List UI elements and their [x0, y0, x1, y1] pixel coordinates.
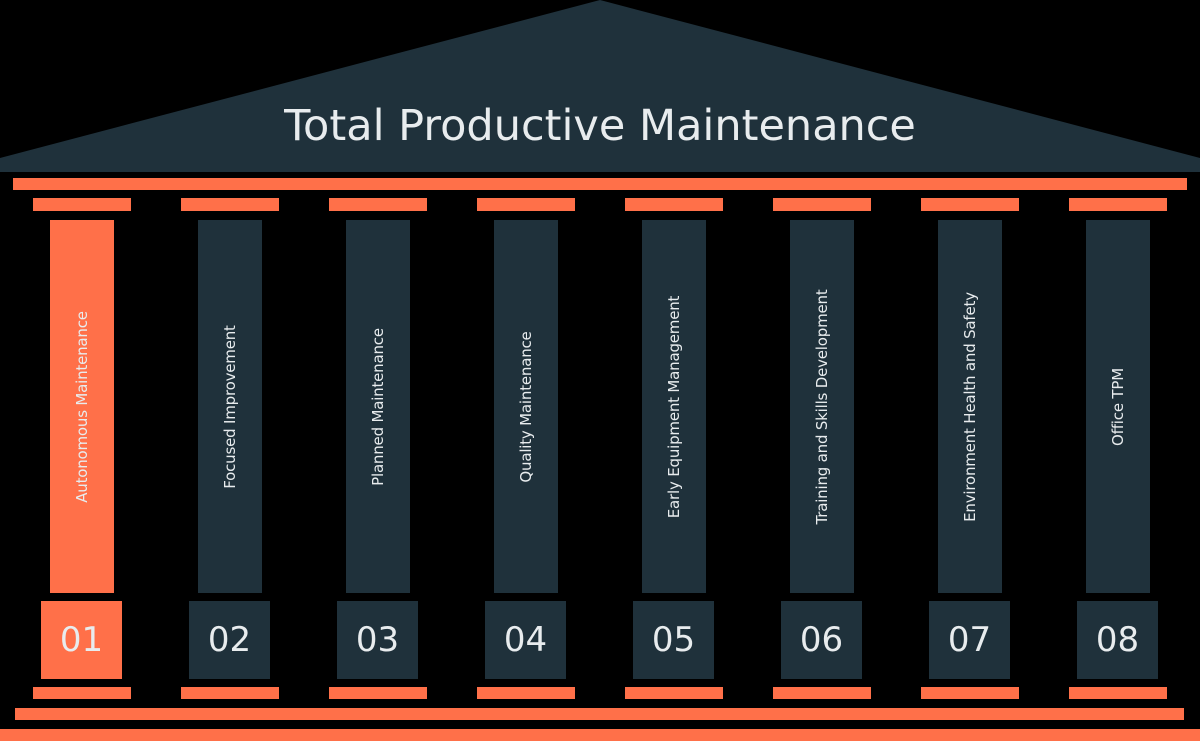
pillar-07: Environment Health and Safety 07 [921, 198, 1019, 700]
pillar-number: 08 [1077, 601, 1158, 679]
pillar-capital [477, 198, 575, 211]
pillar-base [181, 687, 279, 699]
pillar-base [33, 687, 131, 699]
pillar-08: Office TPM 08 [1069, 198, 1167, 700]
pillar-label: Quality Maintenance [517, 330, 535, 483]
pillar-base [625, 687, 723, 699]
pillar-label: Environment Health and Safety [961, 291, 979, 522]
pillar-shaft: Office TPM [1086, 220, 1150, 593]
pillar-number: 02 [189, 601, 270, 679]
pillar-number: 05 [633, 601, 714, 679]
pillar-number: 04 [485, 601, 566, 679]
pillar-shaft: Environment Health and Safety [938, 220, 1002, 593]
pillar-label: Office TPM [1109, 367, 1127, 446]
pillar-03: Planned Maintenance 03 [329, 198, 427, 700]
pillar-label: Autonomous Maintenance [73, 310, 91, 503]
pillar-capital [625, 198, 723, 211]
pillar-label: Training and Skills Development [813, 288, 831, 525]
pillar-05: Early Equipment Management 05 [625, 198, 723, 700]
pillar-number: 03 [337, 601, 418, 679]
pillar-number: 06 [781, 601, 862, 679]
pillar-number: 01 [41, 601, 122, 679]
pillar-shaft: Autonomous Maintenance [50, 220, 114, 593]
pillar-shaft: Quality Maintenance [494, 220, 558, 593]
pillar-shaft: Early Equipment Management [642, 220, 706, 593]
pillar-base [1069, 687, 1167, 699]
pillar-capital [329, 198, 427, 211]
pillar-capital [773, 198, 871, 211]
pillar-04: Quality Maintenance 04 [477, 198, 575, 700]
pillar-number: 07 [929, 601, 1010, 679]
roof [0, 0, 1200, 172]
pillar-capital [1069, 198, 1167, 211]
pillar-shaft: Training and Skills Development [790, 220, 854, 593]
pillar-label: Planned Maintenance [369, 327, 387, 486]
pillar-06: Training and Skills Development 06 [773, 198, 871, 700]
top-beam [13, 178, 1187, 190]
pillar-base [329, 687, 427, 699]
pillar-base [921, 687, 1019, 699]
diagram-title: Total Productive Maintenance [284, 101, 916, 151]
pillar-capital [921, 198, 1019, 211]
pillar-shaft: Planned Maintenance [346, 220, 410, 593]
pillar-01: Autonomous Maintenance 01 [33, 198, 131, 700]
pillar-label: Early Equipment Management [665, 295, 683, 518]
pillar-shaft: Focused Improvement [198, 220, 262, 593]
pillar-capital [181, 198, 279, 211]
pillar-02: Focused Improvement 02 [181, 198, 279, 700]
pillar-label: Focused Improvement [221, 324, 239, 489]
foundation-step-upper [15, 708, 1184, 720]
pillar-capital [33, 198, 131, 211]
pillar-base [773, 687, 871, 699]
pillar-base [477, 687, 575, 699]
foundation-step-lower [0, 729, 1200, 741]
